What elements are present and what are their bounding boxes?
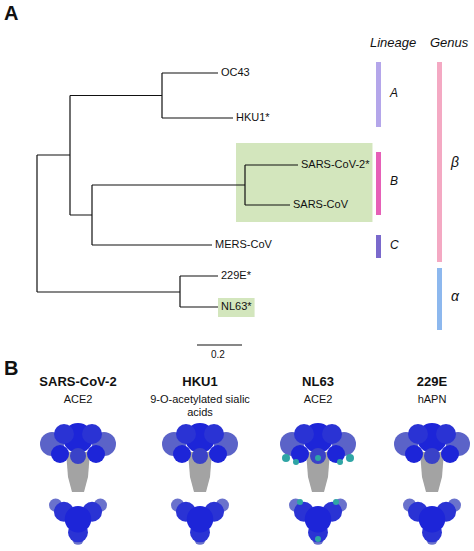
taxon-label: HKU1* [236, 111, 270, 124]
lineage-letter: A [390, 87, 398, 101]
taxon-label: MERS-CoV [215, 238, 272, 251]
genus-letter: β [451, 154, 459, 170]
taxon-label: SARS-CoV [293, 198, 348, 211]
taxon-label: OC43 [221, 66, 250, 79]
taxon-label: SARS-CoV-2* [301, 158, 369, 171]
taxon-label: 229E* [221, 269, 251, 282]
taxon-label: NL63* [221, 300, 252, 313]
lineage-letter: B [390, 175, 398, 189]
receptor-label: 9-O-acetylated sialic acids [150, 393, 250, 418]
highlight-box: SARS-CoV-2* SARS-CoV [236, 143, 372, 222]
panel-letter: B [4, 357, 18, 380]
virus-title: HKU1 [182, 375, 217, 390]
virus-title: 229E [417, 375, 447, 390]
virus-title: SARS-CoV-2 [39, 375, 116, 390]
scale-label: 0.2 [211, 349, 225, 361]
receptor-label: ACE2 [304, 393, 333, 406]
receptor-label: ACE2 [64, 393, 93, 406]
column-heading: Lineage [370, 36, 416, 51]
receptor-label: hAPN [418, 393, 447, 406]
genus-letter: α [451, 288, 459, 304]
virus-title: NL63 [302, 375, 334, 390]
panel-letter: A [4, 2, 18, 25]
column-heading: Genus [430, 36, 468, 51]
highlight-box: NL63* [218, 298, 255, 317]
lineage-letter: C [390, 239, 399, 253]
